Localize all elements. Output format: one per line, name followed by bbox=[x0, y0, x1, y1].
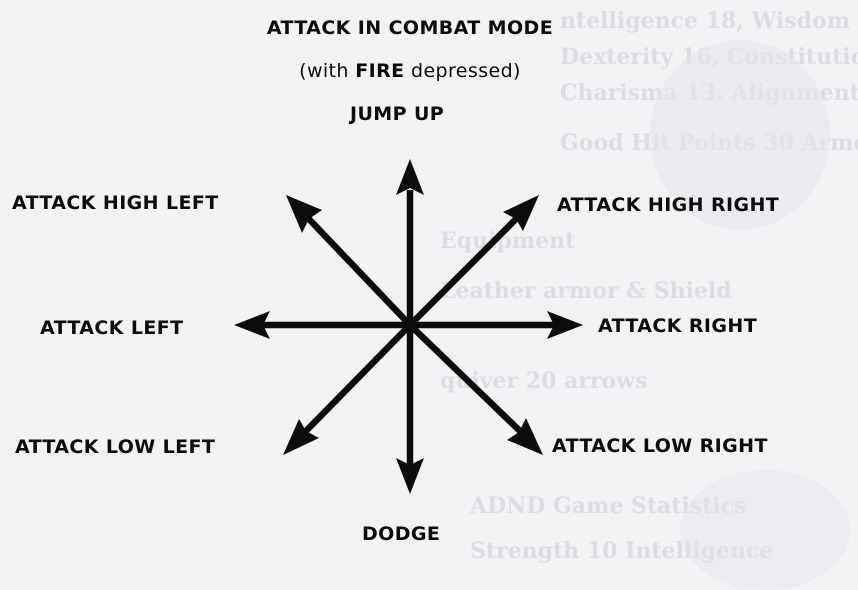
subtitle-suffix: depressed) bbox=[404, 60, 521, 82]
arrow-left-head bbox=[234, 311, 270, 339]
arrow-up-head bbox=[396, 159, 424, 195]
label-attack-right: ATTACK RIGHT bbox=[598, 315, 758, 337]
label-attack-high-right: ATTACK HIGH RIGHT bbox=[557, 194, 780, 216]
arrow-up-right-shaft bbox=[407, 214, 521, 328]
arrow-up-left-head bbox=[286, 195, 322, 233]
arrow-right-head bbox=[547, 311, 583, 339]
bleed-through-text: quiver 20 arrows bbox=[440, 368, 648, 394]
label-dodge: DODGE bbox=[362, 523, 441, 545]
arrow-up-left-shaft bbox=[304, 214, 413, 328]
bleed-through-text: ntelligence 18, Wisdom 18 bbox=[560, 8, 858, 34]
label-attack-left: ATTACK LEFT bbox=[40, 317, 184, 339]
label-attack-low-right: ATTACK LOW RIGHT bbox=[552, 435, 768, 457]
label-attack-low-left: ATTACK LOW LEFT bbox=[15, 436, 216, 458]
joystick-center bbox=[405, 320, 415, 330]
arrow-up-right-head bbox=[503, 195, 539, 231]
bleed-through-portrait bbox=[680, 470, 850, 590]
label-jump-up: JUMP UP bbox=[350, 103, 445, 125]
arrow-down-head bbox=[396, 458, 424, 494]
bleed-through-text: Strength 10 Intelligence bbox=[470, 538, 774, 564]
bleed-through-text: Equipment bbox=[440, 228, 576, 254]
bleed-through-text: Leather armor & Shield bbox=[440, 278, 732, 304]
diagram-title: ATTACK IN COMBAT MODE bbox=[266, 17, 554, 39]
diagram-subtitle: (with FIRE depressed) bbox=[0, 60, 820, 82]
subtitle-prefix: (with bbox=[299, 60, 356, 82]
arrow-down-right-head bbox=[507, 418, 543, 455]
arrow-down-left-shaft bbox=[302, 322, 413, 435]
bleed-through-portrait bbox=[650, 40, 830, 230]
arrow-down-right-shaft bbox=[407, 322, 524, 435]
label-attack-high-left: ATTACK HIGH LEFT bbox=[12, 192, 219, 214]
bleed-through-text: ADND Game Statistics bbox=[470, 493, 747, 519]
subtitle-fire-button: FIRE bbox=[355, 60, 405, 82]
arrow-down-left-head bbox=[283, 419, 319, 455]
